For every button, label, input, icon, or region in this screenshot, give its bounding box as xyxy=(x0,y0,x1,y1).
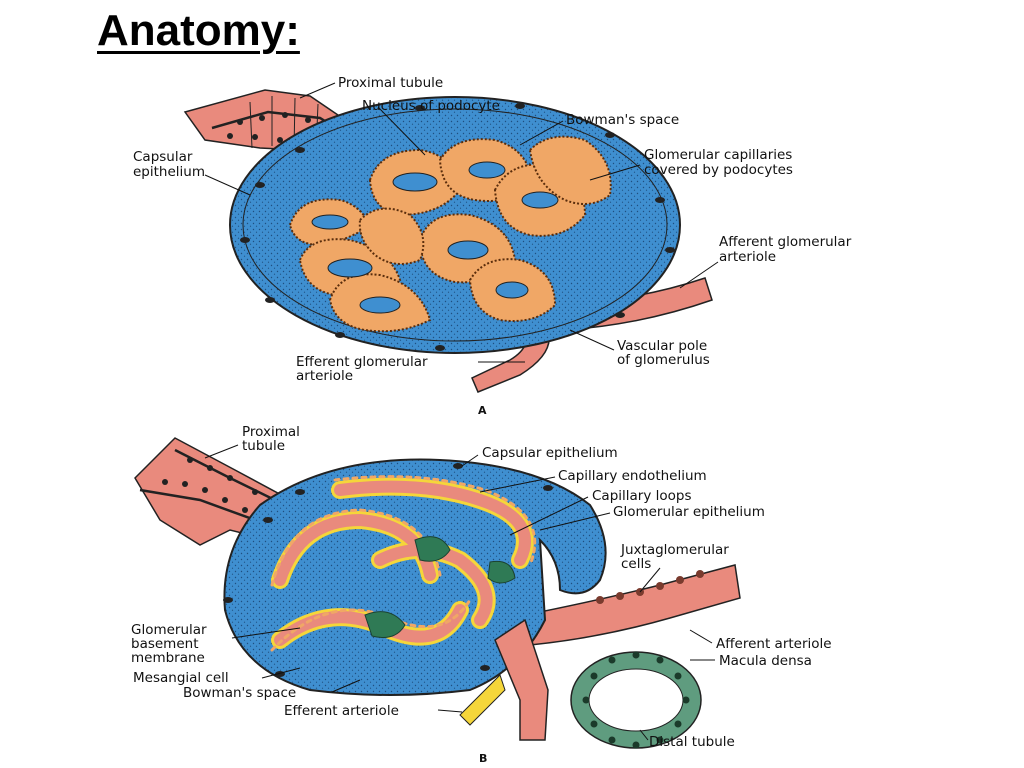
panel-label-b: B xyxy=(479,752,487,765)
juxtaglomerular-cells xyxy=(596,570,704,604)
label-gbm-2: basement xyxy=(131,636,199,652)
label-juxtaglomerular-1: Juxtaglomerular xyxy=(620,542,729,558)
label-afferent-a-1: Afferent glomerular xyxy=(719,234,852,250)
label-bowmans-space-b: Bowman's space xyxy=(183,685,296,701)
label-capillary-endothelium: Capillary endothelium xyxy=(558,468,707,484)
diagram-b: B xyxy=(134,437,741,765)
label-proximal-b-2: tubule xyxy=(242,438,285,454)
label-capsular-epithelium-b: Capsular epithelium xyxy=(482,445,618,461)
label-capillary-loops: Capillary loops xyxy=(592,488,692,504)
slide-title: Anatomy: xyxy=(97,6,300,55)
leader-lines-b xyxy=(204,444,715,741)
label-capsular-epithelium-a-2: epithelium xyxy=(133,164,205,180)
label-nucleus-of-podocyte: Nucleus of podocyte xyxy=(362,98,500,114)
distal-tubule xyxy=(570,651,702,749)
leader-lines-a xyxy=(204,82,719,363)
capsule-nuclei-b xyxy=(223,463,553,677)
label-glomerular-capillaries-2: covered by podocytes xyxy=(644,162,793,178)
label-gbm-1: Glomerular xyxy=(131,622,207,638)
label-proximal-tubule-a: Proximal tubule xyxy=(338,75,443,91)
label-glomerular-capillaries-1: Glomerular capillaries xyxy=(644,147,792,163)
label-proximal-b-1: Proximal xyxy=(242,424,300,440)
panel-label-a: A xyxy=(478,404,487,417)
label-vascular-pole-2: of glomerulus xyxy=(617,352,710,368)
label-efferent-arteriole-b: Efferent arteriole xyxy=(284,703,399,719)
label-efferent-a-1: Efferent glomerular xyxy=(296,354,428,370)
mesangial-cells xyxy=(364,536,516,639)
label-gbm-3: membrane xyxy=(131,650,205,666)
label-macula-densa: Macula densa xyxy=(719,653,812,669)
label-capsular-epithelium-a-1: Capsular xyxy=(133,149,193,165)
capillary-loops-b xyxy=(270,475,537,652)
label-bowmans-space-a: Bowman's space xyxy=(566,112,679,128)
capsule-nuclei-a xyxy=(240,103,675,351)
label-distal-tubule: Distal tubule xyxy=(649,734,735,750)
label-mesangial-cell: Mesangial cell xyxy=(133,670,229,686)
label-juxtaglomerular-2: cells xyxy=(621,556,651,572)
label-vascular-pole-1: Vascular pole xyxy=(617,338,707,354)
label-afferent-a-2: arteriole xyxy=(719,249,776,265)
label-afferent-arteriole-b: Afferent arteriole xyxy=(716,636,832,652)
label-glomerular-epithelium: Glomerular epithelium xyxy=(613,504,765,520)
capillary-lumens-a xyxy=(311,161,559,314)
diagram-a: A xyxy=(183,89,713,417)
afferent-arteriole-b xyxy=(524,564,741,646)
label-efferent-a-2: arteriole xyxy=(296,368,353,384)
efferent-arteriole-b xyxy=(494,618,549,741)
